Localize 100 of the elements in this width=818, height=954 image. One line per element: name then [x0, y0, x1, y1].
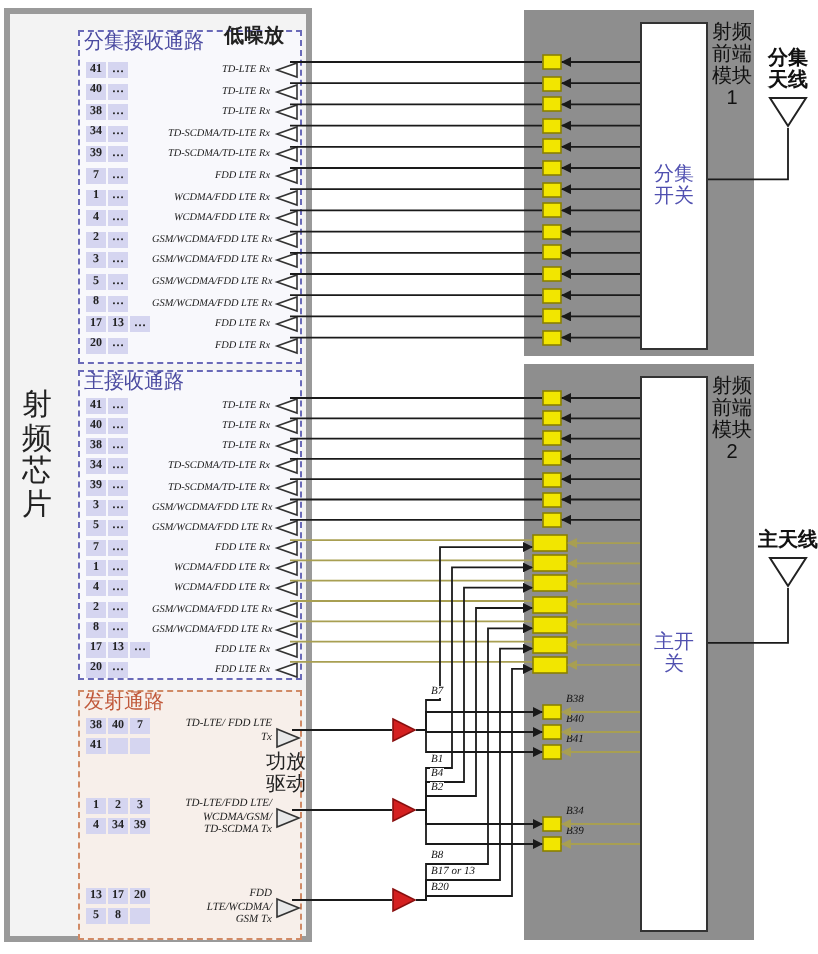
connector-line	[561, 514, 641, 525]
filter-box	[542, 202, 562, 219]
amplifier-triangle	[276, 580, 298, 597]
connector-line	[289, 336, 543, 339]
chip-panel	[4, 8, 312, 942]
filter-box	[542, 75, 562, 92]
connector-line	[289, 518, 543, 521]
amplifier-triangle	[276, 661, 298, 678]
amplifier-triangle	[276, 398, 298, 414]
filter-box	[542, 430, 562, 447]
connector-line	[289, 661, 533, 663]
connector-line	[567, 619, 641, 630]
connector-line	[561, 269, 641, 279]
connector-line	[415, 729, 543, 757]
duplexer-box	[532, 615, 568, 634]
amplifier-triangle	[276, 337, 298, 354]
module-label: 射频前端模块 1	[712, 22, 752, 110]
amplifier-triangle	[276, 146, 298, 163]
connector-line	[707, 587, 789, 644]
switch-label: 主开关	[654, 632, 694, 676]
connector-line	[291, 809, 393, 811]
connector-line	[289, 437, 543, 440]
connector-line	[567, 639, 641, 650]
filter-box	[542, 724, 562, 740]
amplifier-triangle	[276, 189, 298, 206]
amplifier-triangle	[276, 316, 298, 333]
filter-box	[542, 329, 562, 346]
connector-line	[561, 205, 641, 216]
duplexer-box	[532, 534, 568, 553]
connector-line	[561, 747, 641, 757]
connector-line	[561, 819, 641, 829]
path-group	[78, 690, 302, 940]
filter-box	[542, 54, 562, 70]
duplexer-box	[532, 635, 568, 654]
connector-line	[289, 539, 533, 541]
driver-amplifier-triangle	[276, 898, 300, 918]
amplifier-heading: 低噪放	[224, 26, 284, 50]
connector-line	[289, 600, 533, 602]
power-amplifier-triangle	[392, 888, 416, 912]
connector-line	[289, 82, 543, 85]
connector-line	[289, 209, 543, 212]
filter-box	[542, 266, 562, 282]
connector-line	[561, 707, 641, 717]
duplexer-box	[532, 655, 568, 674]
connector-line	[561, 727, 641, 737]
power-amplifier-triangle	[392, 718, 416, 742]
filter-box	[542, 410, 562, 427]
driver-amplifier-triangle	[276, 808, 300, 828]
switch-label: 分集开关	[654, 164, 694, 208]
connector-line	[289, 579, 533, 582]
amplifier-triangle	[276, 210, 298, 227]
connector-line	[289, 498, 543, 501]
filter-box	[542, 308, 562, 325]
filter-box	[542, 744, 562, 760]
amplifier-triangle	[276, 125, 298, 142]
connector-line	[291, 899, 393, 901]
amplifier-triangle	[276, 479, 298, 496]
path-group	[78, 370, 302, 680]
filter-box	[542, 160, 562, 176]
amplifier-triangle	[276, 499, 298, 516]
connector-line	[561, 332, 641, 343]
driver-label: 功放驱动	[266, 752, 306, 796]
connector-line	[707, 127, 789, 181]
connector-line	[561, 247, 641, 258]
connector-line	[567, 659, 641, 670]
module-label: 射频前端模块 2	[712, 376, 752, 464]
connector-line	[561, 393, 641, 403]
connector-line	[567, 578, 641, 589]
amplifier-triangle	[276, 168, 298, 184]
filter-box	[542, 181, 562, 198]
switch-box	[640, 376, 708, 932]
connector-line	[289, 478, 543, 481]
amplifier-triangle	[276, 252, 298, 269]
connector-line	[561, 226, 641, 237]
connector-line	[289, 559, 533, 562]
filter-box	[542, 223, 562, 240]
connector-line	[289, 640, 533, 643]
connector-line	[289, 294, 543, 297]
filter-box	[542, 117, 562, 134]
amplifier-triangle	[276, 274, 298, 290]
connector-line	[415, 809, 543, 849]
connector-line	[561, 839, 641, 849]
duplexer-box	[532, 574, 568, 593]
connector-line	[561, 57, 641, 67]
connector-line	[289, 273, 543, 275]
filter-box	[542, 471, 562, 488]
connector-line	[567, 538, 641, 549]
connector-line	[289, 145, 543, 148]
duplexer-box	[532, 595, 568, 613]
connector-line	[561, 453, 641, 464]
connector-line	[561, 413, 641, 424]
filter-box	[542, 511, 562, 528]
amplifier-triangle	[276, 621, 298, 638]
connector-line	[289, 188, 543, 191]
connector-line	[289, 61, 543, 63]
amplifier-triangle	[276, 83, 298, 100]
connector-line	[289, 458, 543, 460]
filter-box	[542, 96, 562, 113]
amplifier-triangle	[276, 62, 298, 78]
antenna-label: 主天线	[758, 530, 818, 552]
